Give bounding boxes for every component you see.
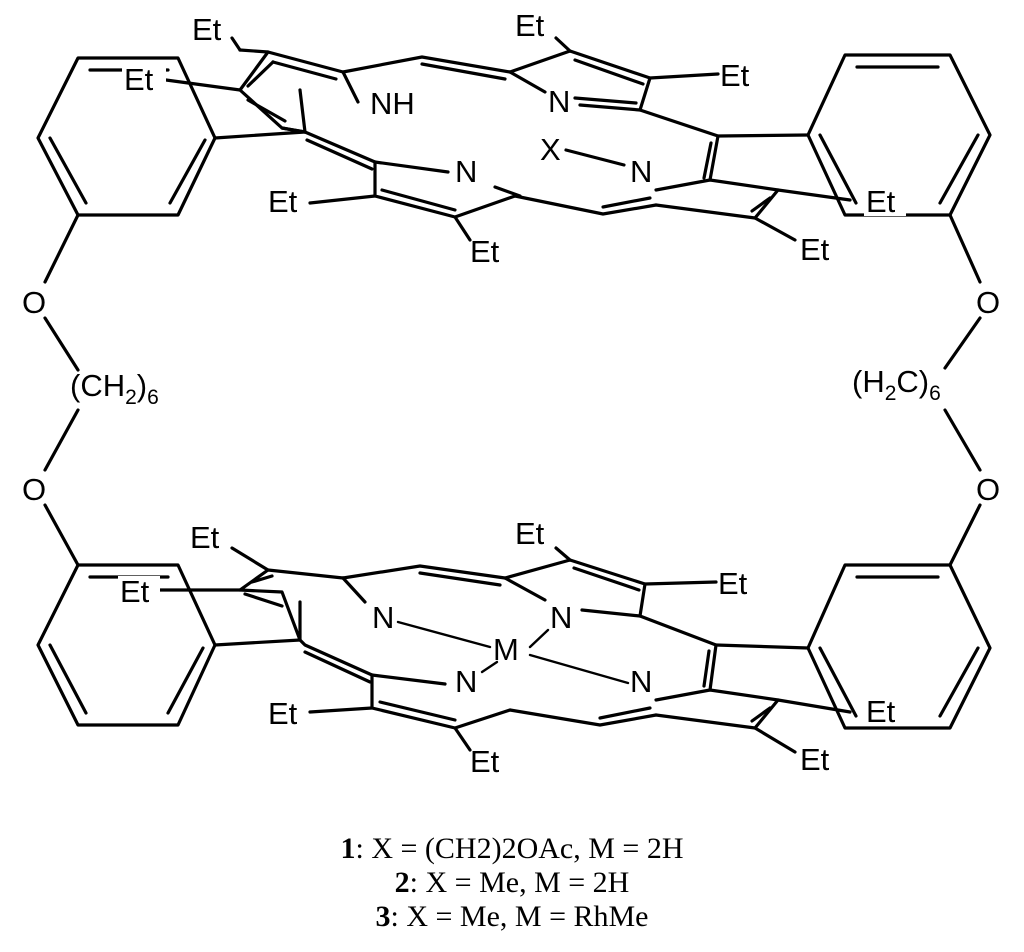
linker-right [943, 213, 982, 567]
ethyl-label: Et [718, 566, 748, 601]
phenyl-ring-top-left [36, 56, 307, 217]
ethyl-label: Et [866, 184, 896, 219]
ethyl-label: Et [866, 694, 896, 729]
oxygen-label: O [976, 285, 1000, 320]
oxygen-label: O [976, 472, 1000, 507]
ethyl-label: Et [800, 742, 830, 777]
ethyl-label: Et [120, 574, 150, 609]
compound-formula: : X = (CH2)2OAc, M = 2H [355, 832, 684, 865]
compound-3-definition: 3: X = Me, M = RhMe [0, 900, 1024, 934]
oxygen-label: O [22, 472, 46, 507]
phenyl-ring-bottom-right [714, 563, 992, 730]
compound-number: 3 [375, 900, 391, 933]
ethyl-label: Et [268, 184, 298, 219]
compound-legend: 1: X = (CH2)2OAc, M = 2H 2: X = Me, M = … [0, 832, 1024, 934]
compound-number: 2 [394, 866, 410, 899]
compound-1-definition: 1: X = (CH2)2OAc, M = 2H [0, 832, 1024, 866]
nitrogen-label: N [548, 84, 570, 119]
oxygen-label: O [22, 285, 46, 320]
ethyl-label: Et [515, 516, 545, 551]
hexamethylene-linker-left-label: (CH2)6 [70, 368, 159, 409]
ethyl-label: Et [190, 520, 220, 555]
nitrogen-label: N [630, 154, 652, 189]
ethyl-label: Et [268, 696, 298, 731]
phenyl-ring-top-right [716, 53, 992, 217]
nh-label: NH [370, 86, 415, 121]
nitrogen-label: N [455, 154, 477, 189]
phenyl-ring-bottom-left [36, 563, 302, 727]
compound-2-definition: 2: X = Me, M = 2H [0, 866, 1024, 900]
compound-formula: : X = Me, M = RhMe [390, 900, 649, 933]
top-porphyrin [164, 36, 852, 242]
nitrogen-label: N [550, 600, 572, 635]
x-substituent-label: X [540, 132, 561, 167]
compound-number: 1 [340, 832, 356, 865]
atom-labels: Et Et NH Et Et N X N N Et Et Et Et O O O… [22, 8, 1000, 779]
ethyl-label: Et [470, 744, 500, 779]
ethyl-label: Et [124, 62, 154, 97]
nitrogen-label: N [372, 600, 394, 635]
ethyl-label: Et [720, 58, 750, 93]
linker-left [43, 213, 80, 567]
metal-label: M [493, 632, 519, 667]
hexamethylene-linker-right-label: (H2C)6 [852, 364, 941, 405]
bottom-porphyrin [158, 546, 852, 754]
ethyl-label: Et [470, 234, 500, 269]
ethyl-label: Et [800, 232, 830, 267]
ethyl-label: Et [515, 8, 545, 43]
compound-formula: : X = Me, M = 2H [409, 866, 630, 899]
nitrogen-label: N [455, 664, 477, 699]
ethyl-label: Et [192, 12, 222, 47]
nitrogen-label: N [630, 664, 652, 699]
